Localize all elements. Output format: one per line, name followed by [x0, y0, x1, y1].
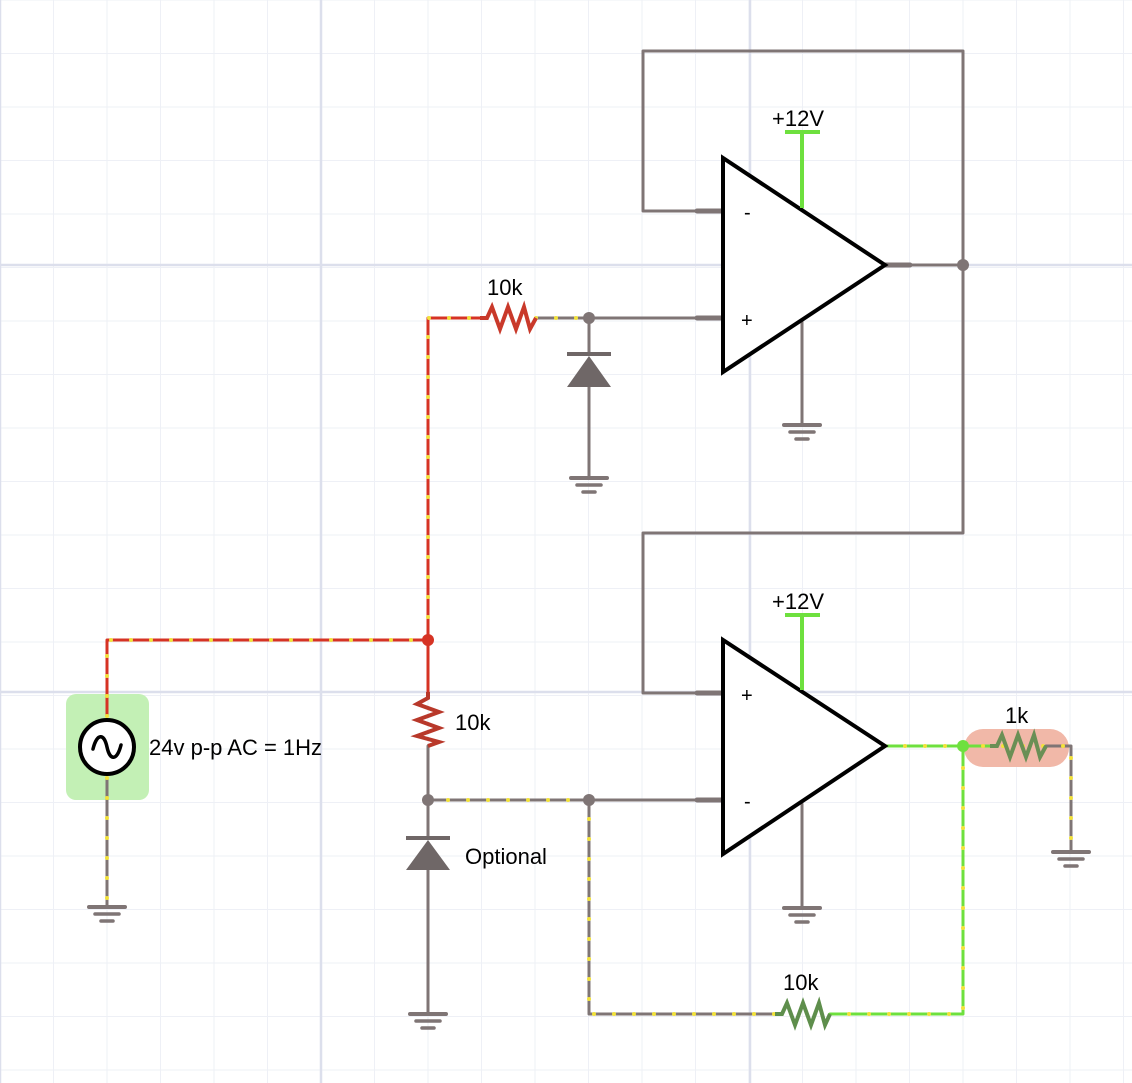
- lower-input-resistor-label: 10k: [455, 710, 491, 735]
- upper-output-junction: [957, 259, 969, 271]
- upper-input-resistor-label: 10k: [487, 275, 523, 300]
- load-highlight: [964, 729, 1069, 767]
- upper-input-wire[interactable]: [426, 316, 482, 642]
- lower-plus-sign: +: [741, 685, 753, 707]
- load-resistor-label: 1k: [1005, 703, 1029, 728]
- optional-label: Optional: [465, 844, 547, 869]
- source-label: 24v p-p AC = 1Hz: [149, 735, 322, 760]
- ac-source-icon[interactable]: [78, 718, 136, 776]
- output-junction: [957, 740, 969, 752]
- upper-supply-label: +12V: [772, 106, 824, 131]
- source-ground-icon: [87, 905, 127, 923]
- lower-opamp[interactable]: + -: [721, 615, 889, 858]
- lower-minus-sign: -: [744, 791, 751, 813]
- buffer-loop-wire[interactable]: [641, 49, 965, 695]
- lower-input-resistor[interactable]: [410, 692, 446, 748]
- upper-plus-junction: [583, 312, 595, 324]
- current-dots: [105, 316, 1073, 1016]
- feedback-wire-right[interactable]: [828, 744, 965, 1016]
- feedback-resistor[interactable]: [775, 996, 832, 1031]
- lower-supply-label: +12V: [772, 589, 824, 614]
- upper-plus-sign: +: [741, 310, 753, 332]
- upper-clamp-diode[interactable]: [567, 352, 611, 387]
- lower-opamp-ground-icon: [782, 906, 822, 924]
- upper-input-resistor[interactable]: [480, 300, 538, 335]
- source-junction: [422, 634, 434, 646]
- upper-diode-ground-icon: [569, 476, 609, 494]
- divider-junction: [422, 794, 434, 806]
- feedback-junction: [583, 794, 595, 806]
- pin-stubs: [694, 208, 913, 803]
- upper-opamp[interactable]: - +: [721, 132, 889, 376]
- source-wire[interactable]: [105, 638, 430, 718]
- upper-opamp-ground-icon: [782, 423, 822, 441]
- optional-diode-ground-icon: [408, 1012, 448, 1030]
- upper-minus-sign: -: [744, 202, 751, 224]
- feedback-resistor-label: 10k: [783, 970, 819, 995]
- load-ground-icon: [1051, 850, 1091, 868]
- optional-diode[interactable]: [406, 836, 450, 870]
- load-resistor[interactable]: [990, 728, 1048, 763]
